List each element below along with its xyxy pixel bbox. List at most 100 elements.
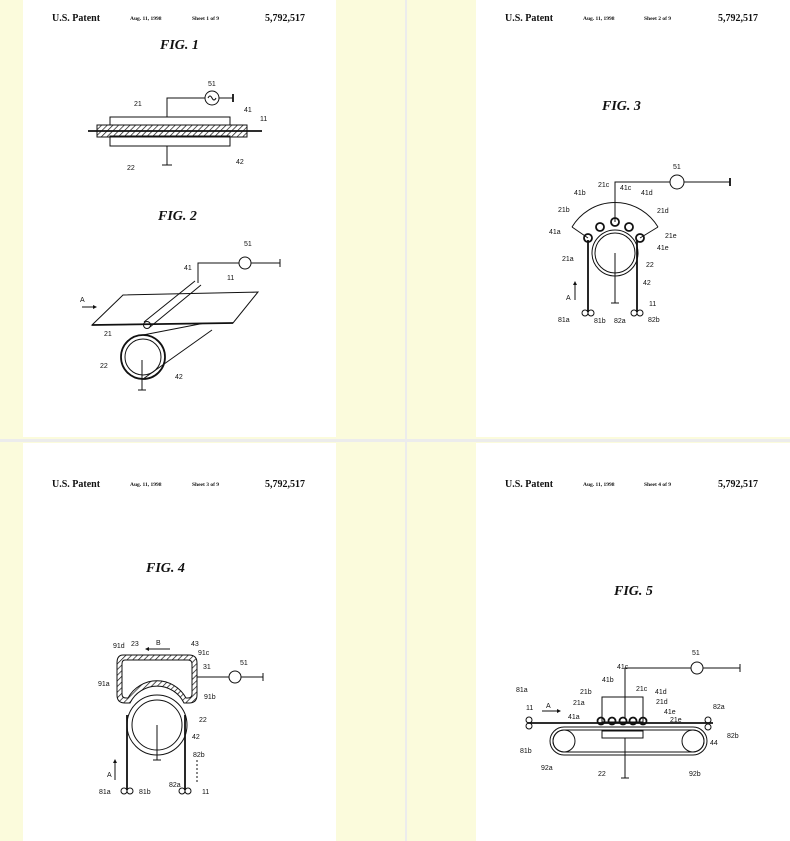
- ref-label: 51: [208, 81, 216, 88]
- ref-label: 82b: [193, 752, 205, 759]
- arrow-icon: [557, 709, 561, 713]
- ref-label: 41b: [574, 190, 586, 197]
- header-sheet: Sheet 3 of 9: [192, 482, 219, 488]
- figure-2: FIG. 2 51 41 11 A 21 22 42: [80, 209, 280, 390]
- ref-label: A: [566, 295, 571, 302]
- header-date: Aug. 11, 1998: [130, 16, 162, 22]
- sheet-3-header: U.S. Patent Aug. 11, 1998 Sheet 3 of 9 5…: [52, 479, 305, 490]
- drawing-stroke: [637, 310, 643, 316]
- ref-label: 51: [244, 241, 252, 248]
- ref-label: 23: [131, 641, 139, 648]
- ref-label: 11: [202, 789, 209, 796]
- ref-label: 41e: [657, 245, 669, 252]
- arrow-icon: [93, 305, 97, 309]
- drawing-stroke: [208, 96, 216, 100]
- header-title: U.S. Patent: [505, 479, 554, 490]
- ref-label: 21e: [670, 717, 682, 724]
- sheet-4-header: U.S. Patent Aug. 11, 1998 Sheet 4 of 9 5…: [505, 479, 758, 490]
- ref-label: 41: [244, 107, 252, 114]
- ref-label: 42: [236, 159, 244, 166]
- arrow-icon: [145, 647, 149, 651]
- arrow-icon: [113, 759, 117, 763]
- drawing-stroke: [121, 788, 127, 794]
- ref-label: 21d: [656, 699, 668, 706]
- ref-label: 91d: [113, 643, 125, 650]
- ref-label: 21e: [665, 233, 677, 240]
- header-sheet: Sheet 1 of 9: [192, 16, 219, 22]
- ref-label: 92b: [689, 771, 701, 778]
- ref-label: 22: [199, 717, 207, 724]
- ref-label: 41e: [664, 709, 676, 716]
- ref-label: 51: [692, 650, 700, 657]
- ref-label: 21c: [598, 182, 610, 189]
- ref-label: 41c: [617, 664, 629, 671]
- ref-label: 82b: [727, 733, 739, 740]
- drawing-stroke: [705, 724, 711, 730]
- ref-label: 81a: [516, 687, 528, 694]
- ac-source-icon: [239, 257, 251, 269]
- ref-label: 21d: [657, 208, 669, 215]
- header-title: U.S. Patent: [52, 479, 101, 490]
- header-date: Aug. 11, 1998: [583, 482, 615, 488]
- sheet-1-header: U.S. Patent Aug. 11, 1998 Sheet 1 of 9 5…: [52, 13, 305, 24]
- figure-title: FIG. 1: [159, 38, 199, 53]
- ref-label: 41c: [620, 185, 632, 192]
- ref-label: 91b: [204, 694, 216, 701]
- ref-label: 42: [192, 734, 200, 741]
- header-patent-number: 5,792,517: [265, 13, 305, 24]
- ref-label: 21c: [636, 686, 648, 693]
- figure-title: FIG. 3: [601, 99, 641, 114]
- ref-label: 22: [100, 363, 108, 370]
- drawing-stroke: [572, 227, 588, 238]
- header-patent-number: 5,792,517: [718, 13, 758, 24]
- drawing-stroke: [625, 223, 633, 231]
- ref-label: 81a: [558, 317, 570, 324]
- drawing-stroke: [122, 660, 192, 698]
- drawing-stroke: [185, 788, 191, 794]
- drawing-stroke: [553, 730, 704, 752]
- ref-label: 21a: [562, 256, 574, 263]
- header-title: U.S. Patent: [505, 13, 554, 24]
- ref-label: 91a: [98, 681, 110, 688]
- header-sheet: Sheet 2 of 9: [644, 16, 671, 22]
- ref-label: 43: [191, 641, 199, 648]
- ref-label: 21: [134, 101, 142, 108]
- ref-label: A: [546, 703, 551, 710]
- ref-label: A: [107, 772, 112, 779]
- figure-3: FIG. 3 51 21c 41c 41b 41d 21b 21d 41a 21…: [549, 99, 730, 325]
- electrode-22: [602, 731, 643, 738]
- roller-92b: [682, 730, 704, 752]
- ref-label: 81b: [520, 748, 532, 755]
- ref-label: 81b: [139, 789, 151, 796]
- arrow-icon: [573, 281, 577, 285]
- ref-label: 44: [710, 740, 718, 747]
- figure-4: FIG. 4 91d 23 B 43 91c 31 51 91a 91b 22 …: [98, 561, 263, 796]
- ref-label: 11: [649, 301, 656, 308]
- header-patent-number: 5,792,517: [718, 479, 758, 490]
- header-patent-number: 5,792,517: [265, 479, 305, 490]
- ref-label: 41d: [641, 190, 653, 197]
- ac-source-icon: [229, 671, 241, 683]
- ac-source-icon: [670, 175, 684, 189]
- figure-5: FIG. 5 51 41c 41b 21c 41d 21b 21d 21a 41…: [516, 584, 740, 778]
- electrode-21: [110, 117, 230, 125]
- ref-label: 22: [127, 165, 135, 172]
- ref-label: 22: [598, 771, 606, 778]
- header-title: U.S. Patent: [52, 13, 101, 24]
- ref-label: B: [156, 640, 161, 647]
- ref-label: 42: [175, 374, 183, 381]
- ref-label: A: [80, 297, 85, 304]
- ref-label: 82a: [169, 782, 181, 789]
- cylinder-22: [121, 335, 165, 379]
- ref-label: 82a: [713, 704, 725, 711]
- ref-label: 81a: [99, 789, 111, 796]
- ac-source-icon: [691, 662, 703, 674]
- ref-label: 51: [673, 164, 681, 171]
- ref-label: 41d: [655, 689, 667, 696]
- ref-label: 91c: [198, 650, 210, 657]
- drawing-stroke: [582, 310, 588, 316]
- ref-label: 51: [240, 660, 248, 667]
- ref-label: 41: [184, 265, 192, 272]
- ref-label: 21a: [573, 700, 585, 707]
